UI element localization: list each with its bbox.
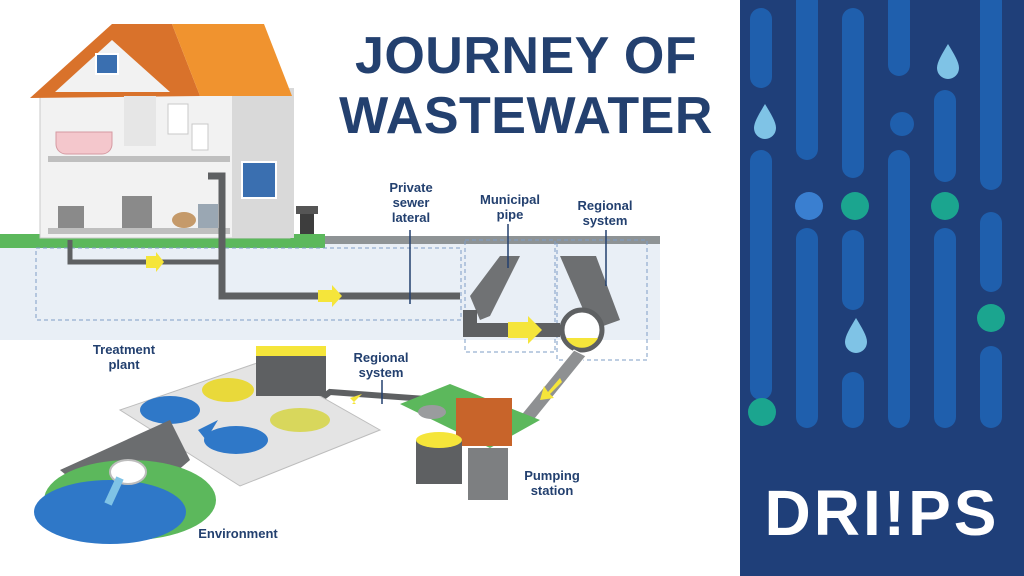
teal-dots — [748, 192, 1005, 426]
treatment-plant-icon — [118, 346, 382, 487]
drips-logo: DRI!PS — [764, 477, 1000, 549]
private-lateral-zone — [35, 247, 462, 321]
municipal-pipe-zone — [464, 239, 556, 353]
pumping-station-icon — [400, 384, 540, 500]
water-drop-icon — [754, 44, 959, 353]
label-environment: Environment — [198, 526, 278, 541]
house-icon — [30, 24, 318, 239]
outfall-pipe-icon — [34, 420, 216, 544]
regional-system-zone — [556, 239, 648, 361]
leader-lines — [381, 224, 607, 404]
flow-arrows — [146, 252, 562, 404]
pattern-decoration — [748, 0, 1005, 428]
brand-panel: DRI!PS — [740, 0, 1024, 576]
wastewater-diagram — [0, 24, 660, 544]
page-title-line-1: JOURNEY OF — [354, 27, 698, 85]
page-title-line-2: WASTEWATER — [339, 87, 713, 145]
street-surface — [0, 236, 660, 244]
